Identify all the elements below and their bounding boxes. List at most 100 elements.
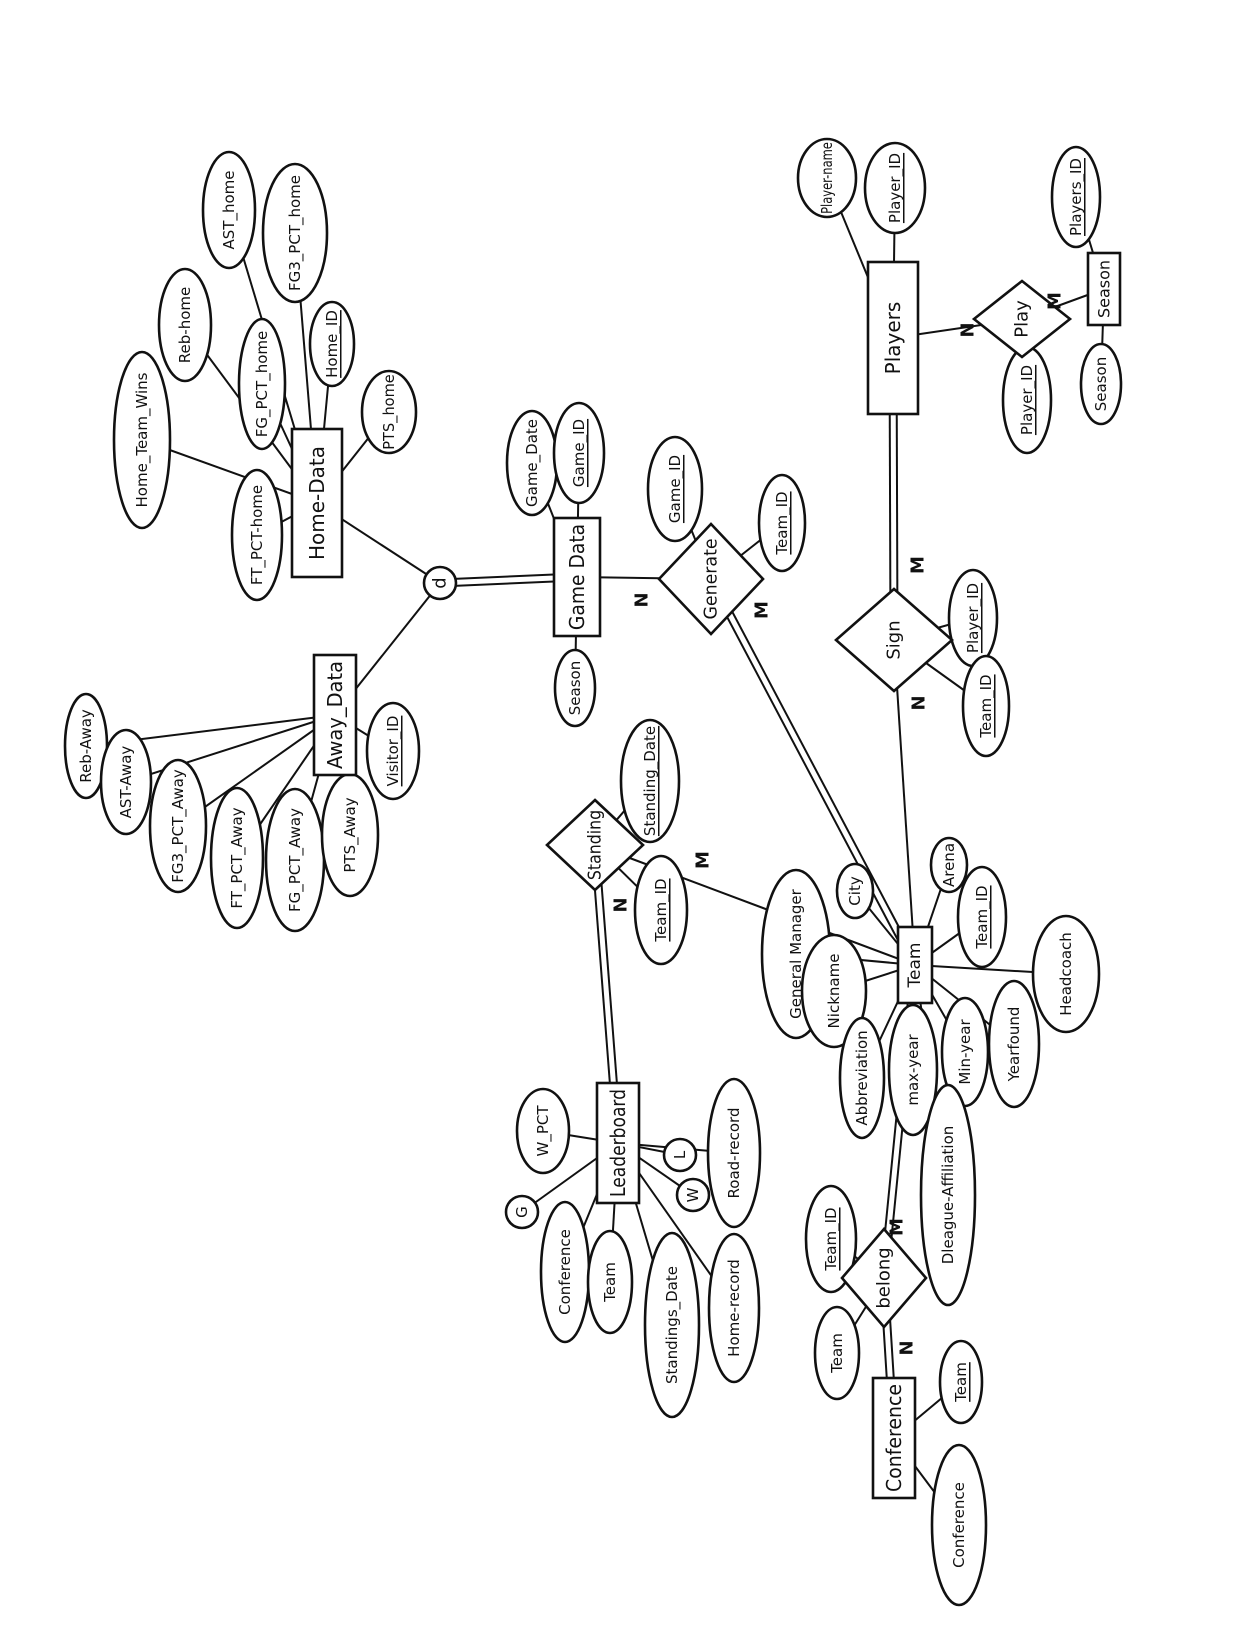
attribute-oval xyxy=(961,654,1011,758)
attribute-oval xyxy=(360,369,418,455)
entity-box xyxy=(552,516,602,638)
cardinality-c-play-n: N xyxy=(958,322,979,337)
attribute-oval xyxy=(633,854,689,966)
attribute-label: W_PCT xyxy=(534,1105,553,1157)
attribute-oval xyxy=(308,300,356,388)
cardinality-c-belong-m: M xyxy=(887,1218,908,1236)
entity-label: Game Data xyxy=(565,524,589,630)
entity-label: Conference xyxy=(882,1384,906,1492)
entity-leaderboard: Leaderboard xyxy=(595,1081,641,1205)
attribute-abbreviation: Abbreviation xyxy=(838,1016,886,1140)
attribute-label: Reb-home xyxy=(176,287,194,363)
entity-box xyxy=(866,260,920,416)
attribute-label: Standing_Date xyxy=(641,726,660,836)
attribute-oval xyxy=(586,1229,634,1335)
attribute-home-id: Home_ID xyxy=(308,300,356,388)
connector-generate-to-team-line-b xyxy=(713,576,919,964)
attribute-oval xyxy=(706,1077,762,1229)
attribute-oval xyxy=(365,701,421,801)
attribute-label: Team xyxy=(952,1362,970,1403)
attribute-label: Arena xyxy=(940,843,958,887)
attribute-yearfound: Yearfound xyxy=(987,979,1041,1109)
attribute-home-team-wins: Home_Team_Wins xyxy=(112,350,172,530)
attribute-label: Team_ID xyxy=(977,674,996,738)
attribute-ast-home: AST_home xyxy=(201,150,257,270)
attribute-label: FG_PCT_home xyxy=(253,331,272,437)
relationship-diamond xyxy=(840,1227,928,1329)
connector-home-data-to-home-team-wins xyxy=(141,439,318,504)
attribute-fg-pct-home: FG_PCT_home xyxy=(237,317,287,451)
attribute-oval xyxy=(1031,914,1101,1034)
entity-label: Away_Data xyxy=(323,661,347,769)
entity-box xyxy=(312,653,358,777)
attribute-label: Team_ID xyxy=(973,885,992,949)
attribute-label: max-year xyxy=(904,1034,922,1106)
relationship-label: Standing xyxy=(585,810,606,880)
attribute-game-id-b: Game_ID xyxy=(646,435,704,543)
connector-sign-to-team xyxy=(893,639,916,966)
attribute-oval xyxy=(956,865,1008,969)
attribute-label: Home_Team_Wins xyxy=(133,372,152,507)
attribute-lb-conference: Conference xyxy=(539,1200,591,1344)
attribute-label: AST_home xyxy=(220,171,239,250)
attribute-label: Game_Date xyxy=(523,419,542,507)
entity-label: Players xyxy=(881,302,905,375)
attribute-label: Team xyxy=(828,1333,846,1374)
attribute-reb-home: Reb-home xyxy=(157,267,213,383)
entity-label: Leaderboard xyxy=(606,1089,630,1197)
attribute-oval xyxy=(863,141,927,235)
attribute-oval xyxy=(1079,342,1123,426)
connector-generate-to-team xyxy=(707,576,919,968)
attribute-headcoach: Headcoach xyxy=(1031,914,1101,1034)
attribute-oval xyxy=(515,1087,571,1175)
attribute-label: Team_ID xyxy=(652,878,671,942)
attribute-reb-away: Reb-Away xyxy=(63,692,109,800)
relationship-standing: Standing xyxy=(545,798,645,892)
attribute-oval xyxy=(757,473,807,573)
entity-away-data: Away_Data xyxy=(312,653,358,777)
attribute-belong-team-id: Team_ID xyxy=(804,1184,858,1294)
attribute-game-id-a: Game_ID xyxy=(552,401,606,505)
attribute-oval xyxy=(800,933,868,1049)
attribute-label: Player_ID xyxy=(886,153,905,223)
attribute-fg3-pct-home: FG3_PCT_home xyxy=(261,162,329,304)
attribute-oval xyxy=(804,1184,858,1294)
attribute-conf-team: Team xyxy=(938,1339,984,1425)
attribute-label: Yearfound xyxy=(1005,1007,1023,1083)
attribute-gen-team-id: Team_ID xyxy=(757,473,807,573)
attribute-oval xyxy=(552,401,606,505)
attribute-label: Reb-Away xyxy=(77,709,95,783)
attribute-min-year: Min-year xyxy=(940,996,990,1108)
attribute-label: AST-Away xyxy=(117,746,135,819)
attribute-oval xyxy=(919,1083,977,1307)
relationship-label: d xyxy=(430,577,451,588)
attribute-season-players-id: Players_ID xyxy=(1050,145,1102,249)
attribute-label: Team xyxy=(601,1262,619,1303)
attribute-oval xyxy=(237,317,287,451)
attribute-team-team-id: Team_ID xyxy=(956,865,1008,969)
attribute-label: Visitor_ID xyxy=(384,716,403,787)
attribute-label: Team_ID xyxy=(773,491,792,555)
attribute-w-pct: W_PCT xyxy=(515,1087,571,1175)
attribute-max-year: max-year xyxy=(887,1003,939,1137)
attribute-dleague: Dleague-Affiliation xyxy=(919,1083,977,1307)
attribute-label: PTS_Away xyxy=(341,797,360,872)
attribute-oval xyxy=(838,1016,886,1140)
cardinality-c-play-m: M xyxy=(1045,292,1066,310)
attribute-players-id-a: Player_ID xyxy=(863,141,927,235)
attribute-visitor-id: Visitor_ID xyxy=(365,701,421,801)
attribute-label: Game_ID xyxy=(570,419,589,487)
attribute-oval xyxy=(929,836,969,894)
attribute-oval xyxy=(813,1305,861,1401)
attribute-label: FG3_PCT_Away xyxy=(169,769,188,883)
cardinality-c-sign-n: N xyxy=(909,695,930,710)
attribute-label: L xyxy=(671,1150,689,1159)
attribute-label: Nickname xyxy=(825,954,843,1029)
cardinality-c-gen-m: M xyxy=(752,601,773,619)
entity-box xyxy=(290,427,344,579)
entity-box xyxy=(595,1081,641,1205)
attribute-game-date: Game_Date xyxy=(505,409,559,517)
attribute-label: Player_ID xyxy=(964,583,983,653)
entity-game-data: Game Data xyxy=(552,516,602,638)
